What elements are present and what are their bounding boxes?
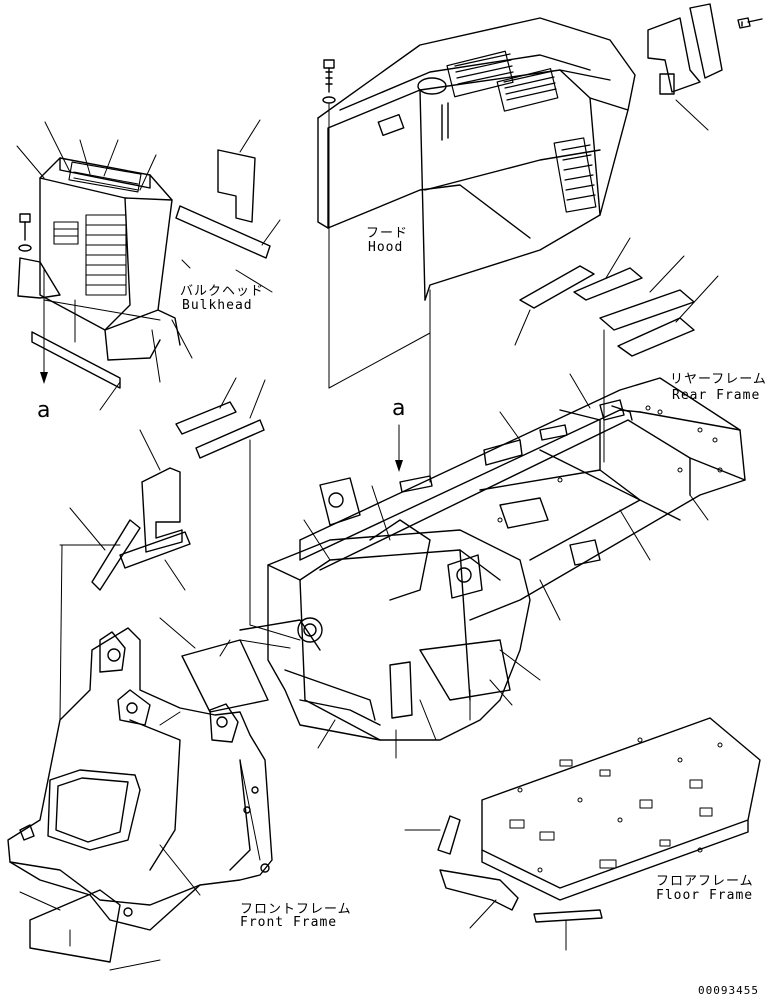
rear-frame-label-en: Rear Frame [672, 388, 761, 403]
document-number: 00093455 [698, 984, 759, 997]
front-frame-assembly [7, 544, 273, 971]
front-frame-label-jp: フロントフレーム [240, 902, 352, 917]
reference-mark-a-center: a [392, 396, 407, 421]
bulkhead-label-en: Bulkhead [182, 298, 253, 313]
reference-mark-a-left: a [37, 398, 52, 423]
rear-frame-label-jp: リヤーフレーム [670, 372, 767, 387]
bulkhead-label-jp: バルクヘッド [180, 284, 265, 299]
floor-frame-label-en: Floor Frame [656, 888, 754, 903]
rear-frame-assembly [239, 237, 746, 759]
bulkhead-assembly [16, 119, 281, 411]
floor-frame-assembly [404, 717, 761, 951]
hood-label-en: Hood [368, 240, 404, 255]
hood-label-jp: フード [366, 226, 409, 241]
loose-plates-group [69, 377, 301, 641]
floor-frame-label-jp: フロアフレーム [656, 874, 754, 889]
hood-assembly [317, 3, 763, 483]
front-frame-label-en: Front Frame [240, 915, 338, 930]
